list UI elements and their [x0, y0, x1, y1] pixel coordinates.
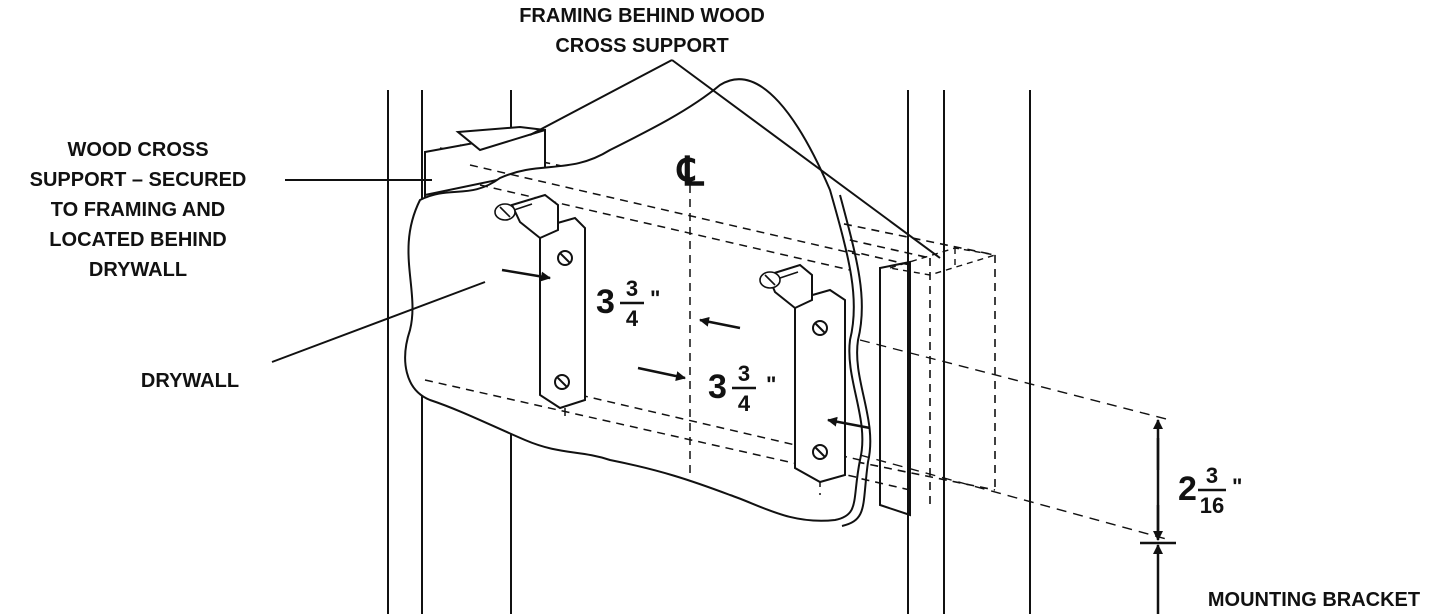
left-mounting-bracket — [510, 193, 586, 410]
wood-cross-label-line5: DRYWALL — [89, 259, 187, 281]
dimension-vertical: 2 3 16 " — [1178, 463, 1242, 518]
wood-cross-label-line2: SUPPORT – SECURED — [30, 169, 247, 191]
right-screw-icon — [759, 271, 799, 289]
svg-text:4: 4 — [626, 306, 639, 331]
wood-cross-label-line3: TO FRAMING AND — [51, 199, 225, 221]
drywall-cutout — [404, 78, 872, 527]
svg-text:16: 16 — [1200, 493, 1224, 518]
svg-text:3: 3 — [626, 276, 638, 301]
centerline-symbol: ℄ — [676, 150, 705, 194]
left-screw-icon — [494, 203, 533, 221]
dimension-left: 3 3 4 " — [596, 276, 660, 331]
drywall-label: DRYWALL — [141, 370, 239, 392]
framing-behind-label-line2: CROSS SUPPORT — [555, 35, 728, 57]
mounting-bracket-label: MOUNTING BRACKET — [1208, 589, 1420, 611]
svg-text:": " — [766, 372, 776, 397]
wood-cross-label-line4: LOCATED BEHIND — [49, 229, 226, 251]
framing-behind-dashed — [889, 247, 996, 276]
leader-lines — [271, 59, 941, 363]
svg-text:": " — [1232, 474, 1242, 499]
svg-text:3: 3 — [596, 283, 615, 321]
framing-behind-label-line1: FRAMING BEHIND WOOD — [519, 5, 765, 27]
svg-text:3: 3 — [738, 361, 750, 386]
svg-text:3: 3 — [1206, 463, 1218, 488]
dimension-arrows — [501, 268, 1176, 614]
svg-text:": " — [650, 286, 660, 311]
extension-lines — [859, 339, 1171, 541]
svg-text:3: 3 — [708, 368, 727, 406]
dimension-right: 3 3 4 " — [708, 361, 776, 416]
svg-text:4: 4 — [738, 391, 751, 416]
svg-text:2: 2 — [1178, 470, 1197, 508]
wood-cross-label-line1: WOOD CROSS — [67, 139, 208, 161]
